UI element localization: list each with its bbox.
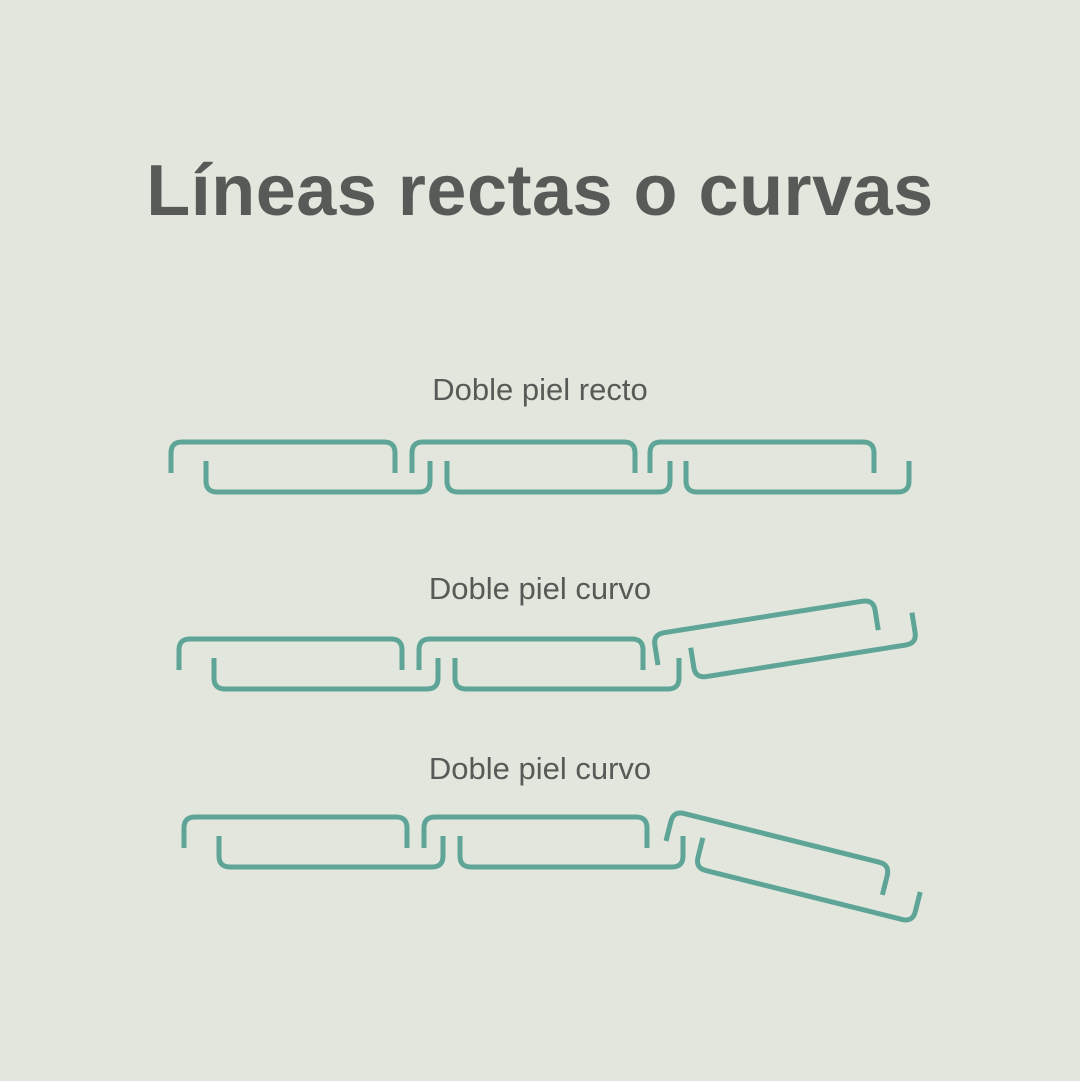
outer-panel xyxy=(409,439,638,473)
outer-panel xyxy=(652,598,881,666)
section-label-straight: Doble piel recto xyxy=(432,372,648,407)
inner-panel xyxy=(211,658,441,692)
inner-panel xyxy=(695,837,923,923)
inner-panel xyxy=(688,612,918,680)
section-label-curved-up: Doble piel curvo xyxy=(428,571,652,606)
inner-panel xyxy=(452,658,682,692)
outer-panel xyxy=(168,439,398,473)
outer-panel xyxy=(416,636,646,670)
inner-panel xyxy=(457,836,686,870)
inner-panel xyxy=(216,836,446,870)
outer-panel xyxy=(647,439,877,473)
inner-panel xyxy=(444,461,673,495)
section-label-curved-down: Doble piel curvo xyxy=(428,751,652,786)
row-curved-down xyxy=(181,810,923,923)
outer-panel xyxy=(421,814,650,848)
inner-panel xyxy=(203,461,433,495)
page-title: Líneas rectas o curvas xyxy=(146,151,934,231)
row-straight xyxy=(168,439,912,495)
outer-panel xyxy=(176,636,405,670)
outer-panel xyxy=(181,814,410,848)
outer-panel xyxy=(663,810,891,896)
inner-panel xyxy=(683,461,912,495)
row-curved-up xyxy=(176,598,918,692)
